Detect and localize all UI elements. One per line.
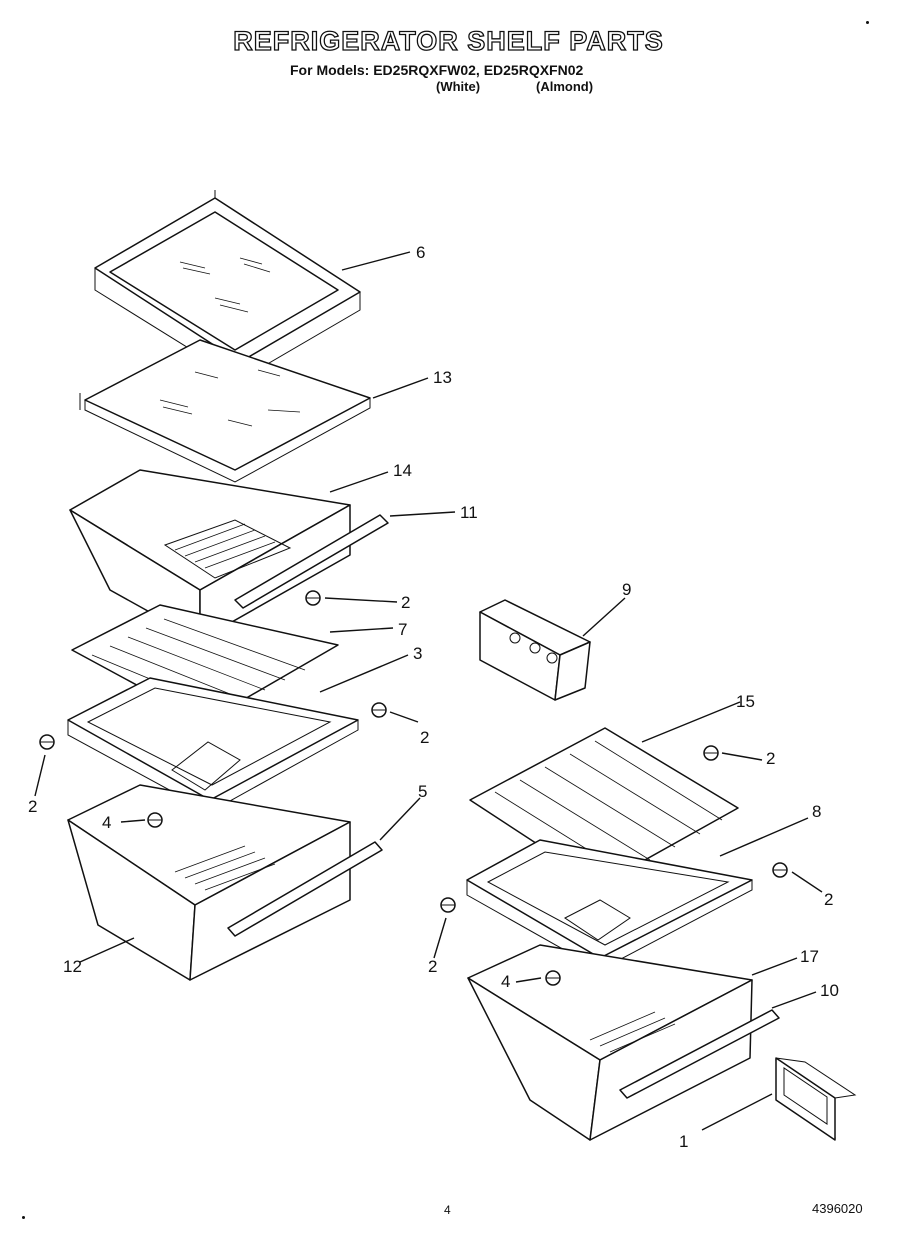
part-14-crisper-pan [69,469,351,641]
callout-5: 5 [418,782,427,801]
pin-4-a [147,812,163,828]
page-number: 4 [444,1203,451,1217]
part-3-cover-frame [67,677,359,813]
callout-4: 4 [102,813,111,832]
color-white-label: (White) [436,79,481,94]
callout-15: 15 [736,692,755,711]
corner-mark [22,1216,25,1219]
callout-10: 10 [820,981,839,1000]
pin-2-d [703,745,719,761]
callout-12: 12 [63,957,82,976]
callout-7: 7 [398,620,407,639]
part-1-label-holder [775,1057,857,1141]
callout-8: 8 [812,802,821,821]
page-title: REFRIGERATOR SHELF PARTS [233,25,664,56]
callout-4: 4 [501,972,510,991]
callout-2: 2 [28,797,37,816]
callout-3: 3 [413,644,422,663]
callout-9: 9 [622,580,631,599]
models-line: For Models: ED25RQXFW02, ED25RQXFN02 [290,62,584,78]
callout-1: 1 [679,1132,688,1151]
part-12-crisper-pan [67,784,351,981]
part-17-crisper-pan [467,944,753,1141]
callout-13: 13 [433,368,452,387]
part-9-bin [479,599,591,701]
document-number: 4396020 [812,1201,863,1216]
part-8-cover-frame [466,839,753,971]
color-almond-label: (Almond) [536,79,594,94]
leader-lines [34,251,823,1131]
part-6-shelf-frame [94,190,361,381]
pin-2-a [305,590,321,606]
callout-6: 6 [416,243,425,262]
part-13-glass-shelf [79,339,371,483]
pin-4-b [545,970,561,986]
callout-2: 2 [401,593,410,612]
pin-2-e [772,862,788,878]
callout-14: 14 [393,461,412,480]
pin-2-b [371,702,387,718]
callout-2: 2 [766,749,775,768]
part-5-handle [227,841,383,937]
callout-2: 2 [824,890,833,909]
part-7-shelf-cover [71,604,339,723]
callout-2: 2 [420,728,429,747]
corner-mark [866,21,869,24]
callout-11: 11 [460,503,478,522]
part-10-handle [619,1009,780,1099]
callout-2: 2 [428,957,437,976]
pin-2-f [440,897,456,913]
callout-17: 17 [800,947,819,966]
pin-2-c [39,734,55,750]
part-11-handle [234,514,389,609]
